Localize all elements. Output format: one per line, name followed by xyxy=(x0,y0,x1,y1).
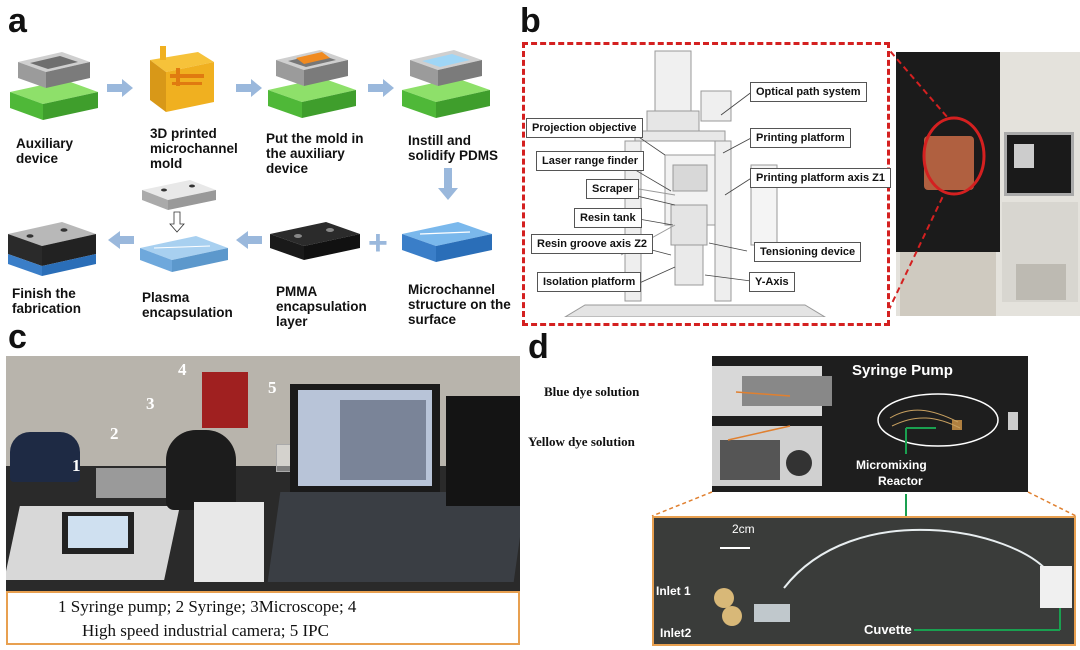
microchannel-surface-illustration xyxy=(402,222,492,262)
callout-printing-platform: Printing platform xyxy=(750,128,851,148)
mold-illustration xyxy=(150,46,214,112)
label-blue-dye: Blue dye solution xyxy=(544,384,640,399)
watermark: 大数网 xyxy=(40,625,82,641)
label-number-5: 5 xyxy=(268,378,277,397)
label-number-4: 4 xyxy=(178,360,187,379)
printer-photo xyxy=(896,52,1080,316)
step-label-auxiliary: Auxiliary device xyxy=(16,136,74,166)
finished-chip-illustration xyxy=(8,222,96,276)
callout-scraper: Scraper xyxy=(586,179,639,199)
label-reactor: Reactor xyxy=(878,474,923,488)
callout-platform-axis-z1: Printing platform axis Z1 xyxy=(750,168,891,188)
step-label-plasma: Plasma encapsulation xyxy=(142,290,233,320)
step-label-instill: Instill and solidify PDMS xyxy=(408,133,499,163)
panel-d-letter: d xyxy=(528,328,549,366)
mold-in-device-illustration xyxy=(268,50,356,118)
callout-optical-path: Optical path system xyxy=(750,82,867,102)
label-syringe-pump: Syringe Pump xyxy=(852,362,953,379)
instill-pdms-illustration xyxy=(402,50,490,118)
panel-a-letter: a xyxy=(8,2,27,40)
callout-resin-tank: Resin tank xyxy=(574,208,642,228)
panel-a-diagram: + xyxy=(8,46,492,276)
step-label-finish: Finish the fabrication xyxy=(12,286,82,316)
setup-photo xyxy=(6,356,520,591)
caption-box xyxy=(6,591,520,645)
zoom-callout-lines xyxy=(883,43,986,321)
step-label-mold: 3D printed microchannel mold xyxy=(150,126,238,171)
callout-tensioning-device: Tensioning device xyxy=(754,242,862,262)
callout-resin-groove-z2: Resin groove axis Z2 xyxy=(531,234,654,254)
caption-line-1: 1 Syringe pump; 2 Syringe; 3Microscope; … xyxy=(58,597,357,616)
callout-laser-range-finder: Laser range finder xyxy=(536,151,644,171)
panel-c-letter: c xyxy=(8,318,27,356)
plus-sign: + xyxy=(368,224,388,262)
label-number-1: 1 xyxy=(72,456,81,475)
label-micromixing: Micromixing xyxy=(856,458,927,472)
plasma-encapsulation-illustration xyxy=(140,180,228,272)
label-scale-2cm: 2cm xyxy=(732,522,755,536)
label-inlet-2: Inlet2 xyxy=(660,626,692,640)
callout-projection-objective: Projection objective xyxy=(526,118,643,138)
label-yellow-dye: Yellow dye solution xyxy=(528,434,635,449)
label-inlet-1: Inlet 1 xyxy=(656,584,691,598)
step-label-put-mold: Put the mold in the auxiliary device xyxy=(266,131,364,176)
label-cuvette: Cuvette xyxy=(864,622,912,637)
label-number-2: 2 xyxy=(110,424,119,443)
label-number-3: 3 xyxy=(146,394,155,413)
reactor-closeup-photo xyxy=(652,516,1076,646)
callout-y-axis: Y-Axis xyxy=(749,272,795,292)
pmma-layer-illustration xyxy=(270,222,360,260)
panel-b-letter: b xyxy=(520,2,541,40)
callout-isolation-platform: Isolation platform xyxy=(537,272,642,292)
step-label-surface: Microchannel structure on the surface xyxy=(408,282,511,327)
syringe-pump-photo xyxy=(712,356,1028,492)
step-label-pmma: PMMA encapsulation layer xyxy=(276,284,367,329)
caption-line-2: High speed industrial camera; 5 IPC xyxy=(82,621,329,640)
auxiliary-device-illustration xyxy=(10,52,98,120)
